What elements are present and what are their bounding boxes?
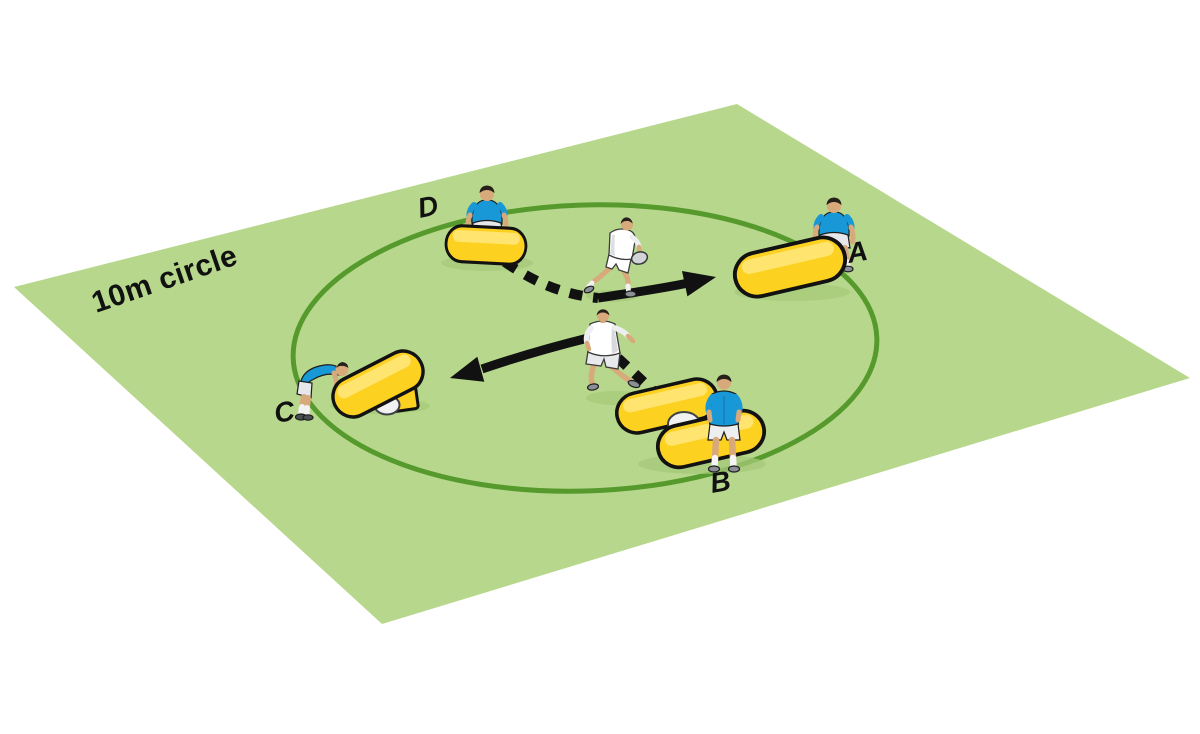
station-c: C: [272, 342, 432, 429]
player-sock: [298, 404, 305, 417]
player-head: [717, 376, 731, 390]
runner-head: [621, 219, 633, 231]
holder-player-b: [705, 374, 743, 473]
arrow-shaft-to-c: [480, 333, 590, 374]
player-sock: [729, 454, 737, 470]
player-arm: [735, 409, 742, 423]
station-b: B: [611, 373, 771, 499]
ten-metre-circle: [290, 202, 880, 494]
tackle-bag-d: [443, 223, 529, 267]
runner-head: [597, 310, 609, 322]
player-arm: [706, 409, 713, 423]
runner-sock: [625, 283, 631, 294]
arrowhead-to-c: [450, 356, 485, 382]
runner-torso: [608, 228, 636, 261]
player-shoe: [302, 414, 314, 421]
runner-hair: [620, 217, 633, 224]
runner-shoe: [586, 383, 600, 391]
runner-arm: [625, 333, 636, 344]
player-shoe: [707, 465, 721, 473]
runner-shoe: [583, 285, 595, 294]
runner-leg: [588, 362, 597, 386]
player-sock: [711, 454, 719, 470]
player-shorts: [707, 423, 741, 441]
player-hair: [716, 374, 732, 382]
player-shoe: [727, 465, 741, 473]
runner-torso-shading: [611, 326, 618, 354]
station-a: A: [728, 198, 870, 303]
player-head: [335, 364, 349, 376]
runner-back-view: [583, 309, 641, 391]
player-sock: [303, 405, 310, 417]
movement-arrows: [450, 257, 716, 404]
dashed-run-path-d-to-centre: [502, 257, 599, 303]
runner-shoe: [624, 290, 637, 298]
runner-hair: [596, 309, 610, 316]
runner-arm: [584, 340, 592, 352]
rugby-ball: [630, 251, 649, 265]
runner-with-ball: [583, 217, 649, 298]
arrowhead-to-a: [682, 271, 716, 297]
arrow-shaft-to-a: [597, 278, 689, 303]
runner-shoe: [627, 379, 641, 389]
runner-torso-shading: [610, 235, 615, 256]
player-hair: [336, 362, 349, 368]
